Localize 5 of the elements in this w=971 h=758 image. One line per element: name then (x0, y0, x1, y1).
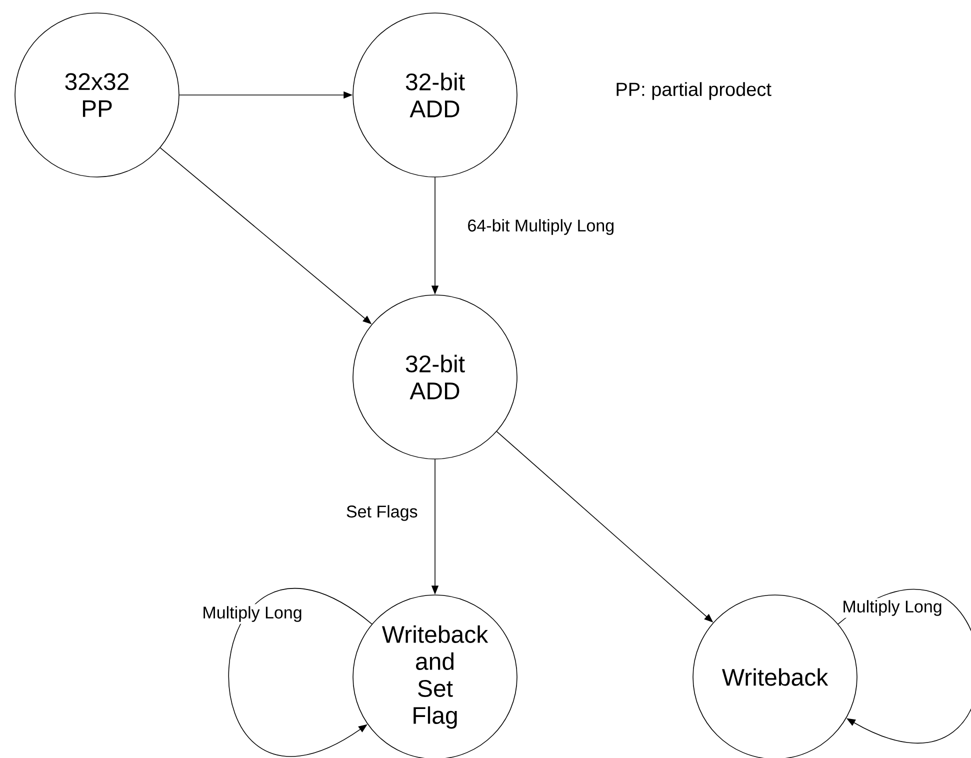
edge-label: Set Flags (344, 503, 420, 523)
edge-label: Multiply Long (840, 598, 944, 618)
edge-label: Multiply Long (200, 604, 304, 624)
edge-label: 64-bit Multiply Long (465, 217, 617, 237)
note-text: PP: partial prodect (616, 82, 772, 100)
